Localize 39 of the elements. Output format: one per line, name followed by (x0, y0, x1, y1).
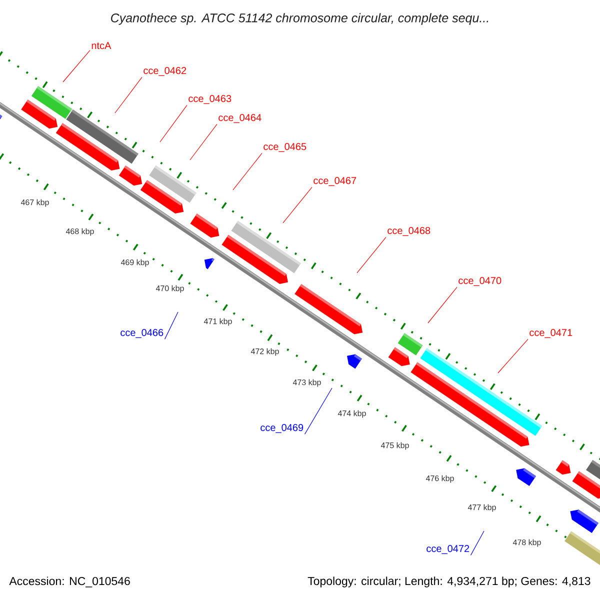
gene-label: cce_0462 (144, 67, 186, 76)
footer-text: Accession: NC_010546 (9, 576, 130, 588)
scale-label: 468 kbp (66, 228, 94, 236)
leader-line (190, 124, 218, 160)
leader-line (428, 286, 458, 324)
gene-label: ntcA (92, 42, 112, 50)
gene-label: cce_0466 (120, 329, 164, 338)
scale-label: 475 kbp (380, 442, 409, 450)
leader-line (160, 104, 188, 142)
leader-line (304, 388, 332, 434)
scale-label: 469 kbp (120, 259, 149, 267)
scale-label: 477 kbp (468, 504, 496, 512)
leader-line (164, 312, 178, 340)
gene-label: cce_0465 (264, 143, 306, 152)
gene-label: cce_0470 (458, 277, 502, 286)
gene-label: cce_0469 (260, 424, 304, 433)
title: Cyanothece sp. ATCC 51142 chromosome circular, complete sequ... (111, 13, 488, 25)
leader-line (282, 186, 312, 224)
gene-label: cce_0468 (388, 227, 430, 236)
leader-line (498, 338, 528, 374)
scale-label: 470 kbp (156, 285, 184, 293)
leader-line (470, 530, 484, 556)
scale-label: 473 kbp (292, 379, 321, 387)
leader-line (114, 76, 142, 114)
gene-label: cce_0463 (188, 95, 232, 104)
leader-line (62, 50, 90, 82)
scale-label: 476 kbp (426, 475, 454, 483)
gene-label: cce_0467 (314, 177, 356, 186)
leader-line (232, 152, 262, 190)
footer-text: Topology: circular; Length: 4,934,271 bp; Genes: 4,813 (308, 576, 590, 588)
scale-label: 478 kbp (512, 539, 541, 547)
gene-label: cce_0472 (426, 545, 470, 554)
leader-line (356, 236, 386, 274)
scale-label: 471 kbp (204, 318, 232, 326)
scale-label: 474 kbp (338, 410, 366, 418)
gene-label: cce_0471 (530, 329, 572, 338)
scale-label: 472 kbp (250, 348, 279, 356)
scale-label: 467 kbp (20, 199, 49, 207)
gene-label: cce_0464 (218, 114, 262, 123)
